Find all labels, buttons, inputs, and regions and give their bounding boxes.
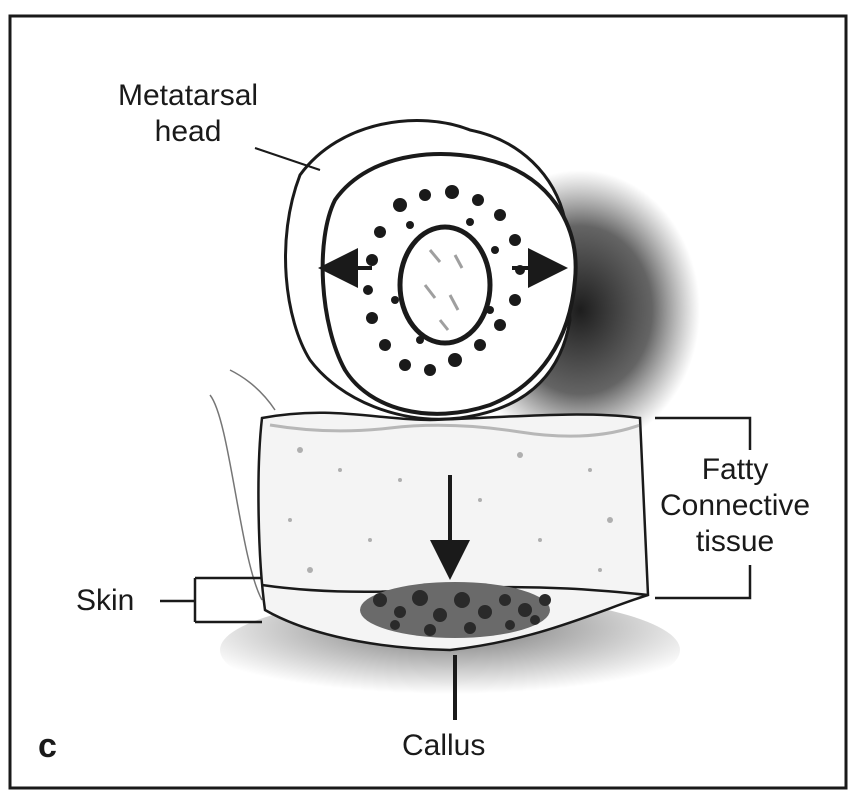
- metatarsal-leader-line: [255, 148, 320, 170]
- metatarsal-head-label: Metatarsal head: [118, 78, 258, 150]
- callus-label: Callus: [402, 728, 485, 764]
- metatarsal-head-label-line-1: Metatarsal: [118, 78, 258, 114]
- skin-label: Skin: [76, 583, 134, 619]
- fatty-label-line-2: Connective: [660, 488, 810, 524]
- fatty-label-line-1: Fatty: [660, 452, 810, 488]
- callus-region: [360, 582, 551, 638]
- fatty-label-line-3: tissue: [660, 524, 810, 560]
- metatarsal-head-label-line-2: head: [118, 114, 258, 150]
- skin-leader-line: [160, 578, 262, 622]
- fatty-connective-tissue-label: Fatty Connective tissue: [660, 452, 810, 560]
- panel-letter: c: [38, 728, 57, 764]
